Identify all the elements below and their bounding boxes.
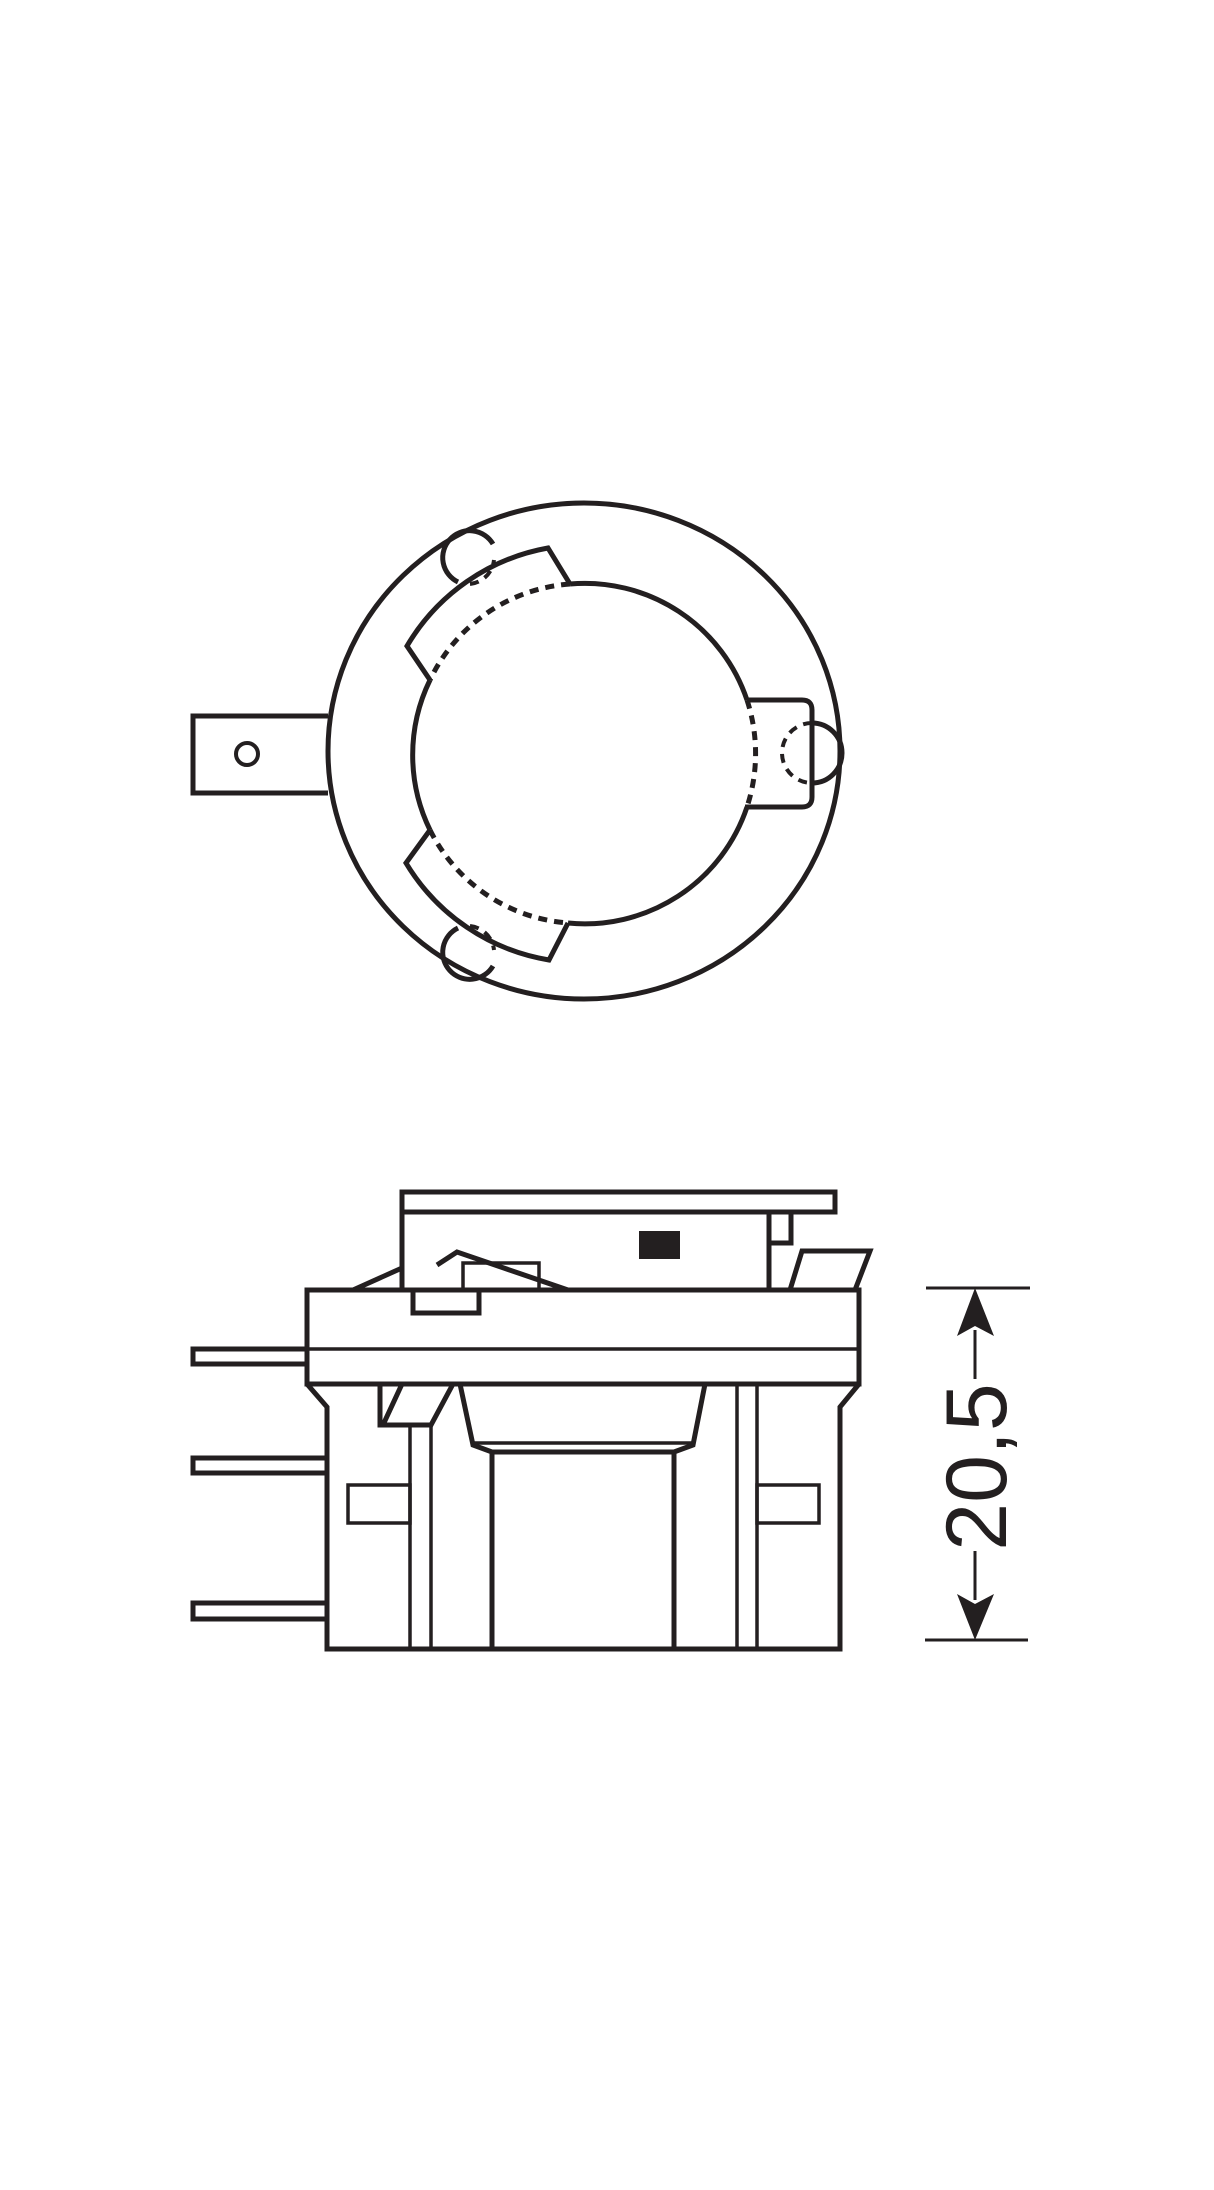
dimension-label: 20,5 — [929, 1383, 1025, 1550]
lower-lug-circle — [440, 925, 496, 982]
center-cone — [457, 1383, 708, 1455]
top-view — [190, 500, 845, 1002]
right-key-semicircle — [811, 720, 845, 786]
flange — [304, 1287, 862, 1387]
left-window — [346, 1483, 412, 1525]
inner-circle-hidden-right — [744, 699, 759, 808]
left-brace — [351, 1265, 404, 1293]
inner-circle-hidden-upper — [427, 581, 571, 682]
indicator-mark — [639, 1231, 680, 1259]
right-window — [755, 1483, 821, 1525]
side-view — [190, 1189, 874, 1652]
left-terminal-tab — [190, 713, 328, 796]
inner-circle-right — [569, 580, 750, 701]
arrow-up-icon — [957, 1288, 994, 1336]
terminal-hole — [234, 741, 260, 767]
lower-lug-hidden — [469, 924, 496, 951]
contact-pin-1 — [190, 1346, 310, 1367]
arrow-down-icon — [957, 1594, 994, 1640]
right-key-semicircle-hidden — [780, 721, 813, 785]
height-dimension: 20,5 — [925, 1286, 1030, 1642]
left-latch — [377, 1382, 456, 1428]
inner-circle-right-lower — [567, 806, 750, 927]
contact-pin-2 — [190, 1455, 330, 1476]
lower-bayonet-segment — [403, 828, 571, 963]
spring-contact — [435, 1249, 569, 1293]
lower-body — [305, 1382, 861, 1652]
flange-slot — [410, 1290, 482, 1316]
inner-circle-left — [410, 678, 433, 832]
top-plate — [399, 1189, 838, 1215]
right-key-tab — [745, 697, 815, 810]
slanted-right-tab — [787, 1248, 874, 1291]
upper-bayonet-segment — [404, 545, 573, 682]
contact-pin-3 — [190, 1600, 330, 1622]
upper-small-box — [766, 1209, 794, 1246]
center-box — [489, 1452, 677, 1649]
upper-lug-circle — [440, 528, 496, 585]
upper-lug-hidden — [469, 559, 496, 586]
inner-circle-hidden-lower — [427, 828, 569, 926]
